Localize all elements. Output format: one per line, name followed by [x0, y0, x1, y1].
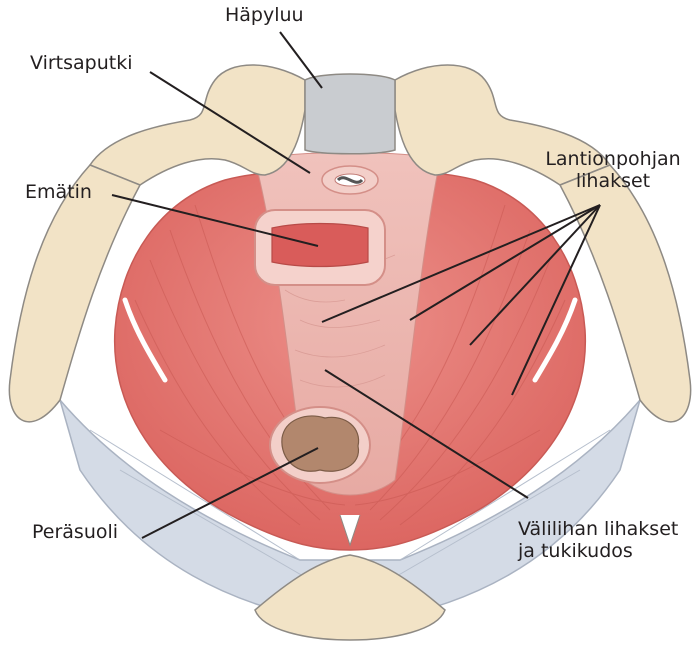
coccyx	[254, 514, 446, 641]
rectum-opening	[269, 406, 371, 484]
leader-lines	[111, 31, 601, 539]
label-urethra: Virtsaputki	[30, 52, 133, 74]
connective-tissue	[59, 399, 641, 626]
urethra-opening	[321, 165, 379, 195]
pelvic-bones	[8, 164, 692, 423]
label-pubic-bone: Häpyluu	[225, 4, 304, 26]
label-perineal-muscles: Välilihan lihakset ja tukikudos	[518, 518, 678, 562]
label-perineal-line1: Välilihan lihakset	[518, 518, 679, 540]
label-vagina: Emätin	[25, 181, 92, 203]
label-pelvic-floor-line1: Lantionpohjan	[545, 148, 681, 170]
label-pelvic-floor-line2: lihakset	[575, 170, 651, 192]
label-pelvic-floor-muscles: Lantionpohjan lihakset	[538, 148, 688, 192]
vagina-opening	[254, 209, 386, 286]
pubic-bone	[88, 64, 612, 186]
label-rectum: Peräsuoli	[32, 521, 119, 543]
label-perineal-line2: ja tukikudos	[518, 540, 633, 562]
